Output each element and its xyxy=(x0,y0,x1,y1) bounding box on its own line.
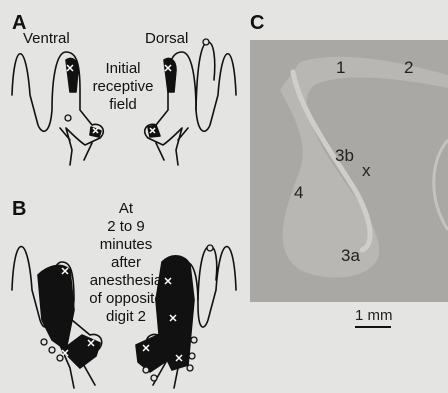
a-caption-line-2: receptive xyxy=(78,78,168,96)
b-right-finger-small xyxy=(198,246,217,300)
b-caption-line-1: At xyxy=(72,200,180,218)
b-caption-line-7: digit 2 xyxy=(72,308,180,326)
area-4-label: 4 xyxy=(294,183,303,203)
b-right-circle-3 xyxy=(187,365,193,371)
b-right-circle-5 xyxy=(151,375,157,381)
b-left-field xyxy=(38,265,74,350)
area-1-label: 1 xyxy=(336,58,345,78)
b-caption-line-4: after xyxy=(72,254,180,272)
a-ventral-circle xyxy=(65,115,71,121)
a-dorsal-label: Dorsal xyxy=(145,30,188,48)
b-caption-line-3: minutes xyxy=(72,236,180,254)
b-right-circle-1 xyxy=(191,337,197,343)
a-caption: Initial receptive field xyxy=(78,60,168,114)
area-3a-label: 3a xyxy=(341,246,360,266)
a-ventral-label: Ventral xyxy=(23,30,70,48)
marker-x-label: x xyxy=(362,161,371,181)
scale-bar xyxy=(355,326,391,328)
a-ventral-field-2 xyxy=(90,127,101,137)
b-right-circle-4 xyxy=(143,367,149,373)
b-caption-line-6: of opposite xyxy=(72,290,180,308)
a-caption-line-1: Initial xyxy=(78,60,168,78)
area-3b-label: 3b xyxy=(335,146,354,166)
a-dorsal-circle xyxy=(203,39,209,45)
scale-bar-label: 1 mm xyxy=(355,307,393,324)
b-left-circle-2 xyxy=(49,347,55,353)
b-left-circle-1 xyxy=(41,339,47,345)
a-caption-line-3: field xyxy=(78,96,168,114)
b-caption: At 2 to 9 minutes after anesthesia of op… xyxy=(72,200,180,326)
a-dorsal-finger-small xyxy=(196,42,215,110)
area-2-label: 2 xyxy=(404,58,413,78)
b-right-circle-6 xyxy=(207,245,213,251)
a-ventral-field xyxy=(66,58,78,92)
b-caption-line-2: 2 to 9 xyxy=(72,218,180,236)
b-caption-line-5: anesthesia xyxy=(72,272,180,290)
b-left-circle-3 xyxy=(57,355,63,361)
b-right-circle-2 xyxy=(189,353,195,359)
